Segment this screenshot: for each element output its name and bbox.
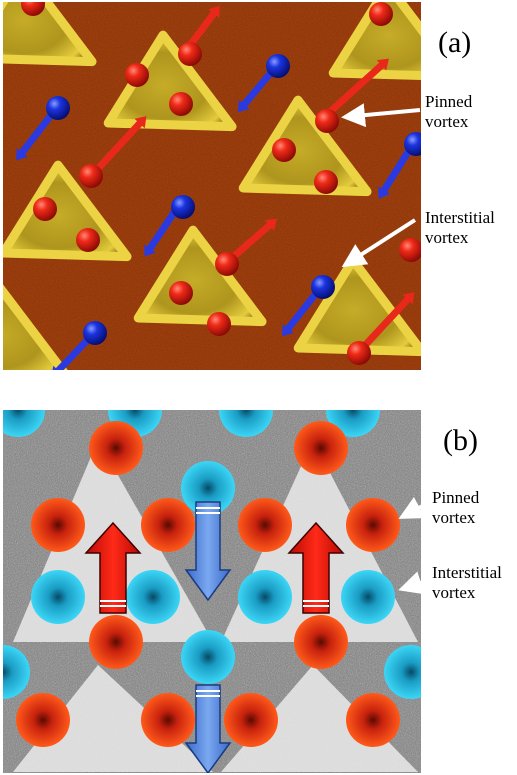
panel-b-svg — [3, 410, 421, 773]
interstitial-vortex — [83, 321, 107, 345]
interstitial-vortex — [404, 132, 421, 156]
pinned-vortex — [79, 164, 103, 188]
pinned-vortex — [272, 138, 296, 162]
pin-site — [3, 284, 68, 370]
pinned-vortex-arrow — [84, 521, 142, 614]
annotation-line: vortex — [425, 228, 469, 247]
pinned-vortex — [224, 693, 278, 747]
annotation-line: Pinned — [425, 92, 473, 111]
interstitial-vortex-arrow-head — [282, 324, 294, 337]
pinned-vortex — [294, 421, 348, 475]
interstitial-vortex — [171, 195, 195, 219]
pinned-vortex-arrow-head — [376, 58, 389, 71]
interstitial-vortex-arrow — [239, 66, 277, 110]
panel-b-image — [3, 410, 421, 773]
pinned-vortex-arrow-head — [402, 292, 415, 305]
interstitial-vortex — [238, 570, 292, 624]
pinned-vortex — [238, 498, 292, 552]
panel-b-interstitial-annotation: Interstitial vortex — [432, 563, 502, 603]
interstitial-vortex — [181, 461, 235, 515]
interstitial-vortex — [266, 54, 290, 78]
pinned-vortex — [125, 63, 149, 87]
annotation-line: Interstitial — [425, 208, 495, 227]
panel-b-label: (b) — [443, 424, 478, 457]
pinned-vortex-arrow — [287, 521, 345, 614]
pinned-vortex — [215, 252, 239, 276]
panel-a-pinned-annotation: Pinned vortex — [425, 92, 472, 132]
pinned-vortex-arrow-head — [134, 116, 147, 129]
pin-site — [238, 95, 372, 197]
interstitial-vortex-arrow-head — [144, 244, 156, 257]
vortices-b — [3, 410, 421, 747]
interstitial-vortex — [3, 645, 30, 699]
pinned-vortex — [347, 341, 371, 365]
interstitial-vortex — [181, 630, 235, 684]
annotation-line: vortex — [432, 583, 476, 602]
pinned-vortex — [141, 498, 195, 552]
pin-site — [328, 2, 421, 81]
interstitial-vortex — [311, 275, 335, 299]
pinned-vortex — [346, 498, 400, 552]
pinned-vortex — [76, 228, 100, 252]
interstitial-vortex-arrow — [184, 684, 232, 773]
interstitial-vortex — [341, 570, 395, 624]
vortex-arrows-b — [84, 501, 345, 773]
annotation-line: Pinned — [432, 488, 480, 507]
interstitial-vortex — [126, 570, 180, 624]
pinned-vortex — [89, 421, 143, 475]
pinned-vortex — [169, 281, 193, 305]
pinned-vortex-arrow-head — [208, 5, 220, 18]
pinned-vortex — [346, 693, 400, 747]
pinned-vortex — [141, 693, 195, 747]
annotation-line: vortex — [425, 112, 469, 131]
annotation-line: Interstitial — [432, 563, 502, 582]
panel-a-image — [3, 2, 421, 370]
annotation-line: vortex — [432, 508, 476, 527]
pinned-vortex — [369, 2, 393, 26]
interstitial-vortex-arrow-head — [16, 148, 28, 161]
pinned-vortex — [169, 92, 193, 116]
pinned-vortex — [33, 197, 57, 221]
pinned-vortex — [294, 615, 348, 669]
pinned-vortex — [16, 693, 70, 747]
interstitial-vortex-arrow-head — [52, 365, 58, 370]
pin-sites-a — [3, 2, 421, 370]
panel-b-pinned-annotation: Pinned vortex — [432, 488, 479, 528]
interstitial-vortex — [384, 645, 421, 699]
interstitial-vortex-arrow-head — [237, 99, 250, 113]
pinned-vortex — [314, 170, 338, 194]
pinned-vortex-arrow — [89, 118, 145, 178]
panel-a-svg — [3, 2, 421, 370]
interstitial-vortex — [31, 570, 85, 624]
panel-a-interstitial-annotation: Interstitial vortex — [425, 208, 495, 248]
interstitial-vortex — [46, 96, 70, 120]
pin-site — [3, 2, 97, 67]
interstitial-vortex — [219, 410, 273, 437]
panel-a-label: (a) — [438, 26, 472, 59]
pinned-vortex — [89, 615, 143, 669]
pinned-vortex — [21, 2, 45, 16]
pinned-vortex — [207, 312, 231, 336]
interstitial-vortex-arrow — [17, 106, 59, 158]
interstitial-vortex — [3, 410, 45, 437]
interstitial-vortex-arrow-head — [378, 186, 390, 199]
pinned-vortex — [315, 109, 339, 133]
pinned-vortex-arrow-head — [264, 218, 278, 231]
pinned-vortex — [178, 42, 202, 66]
pinned-vortex — [31, 498, 85, 552]
